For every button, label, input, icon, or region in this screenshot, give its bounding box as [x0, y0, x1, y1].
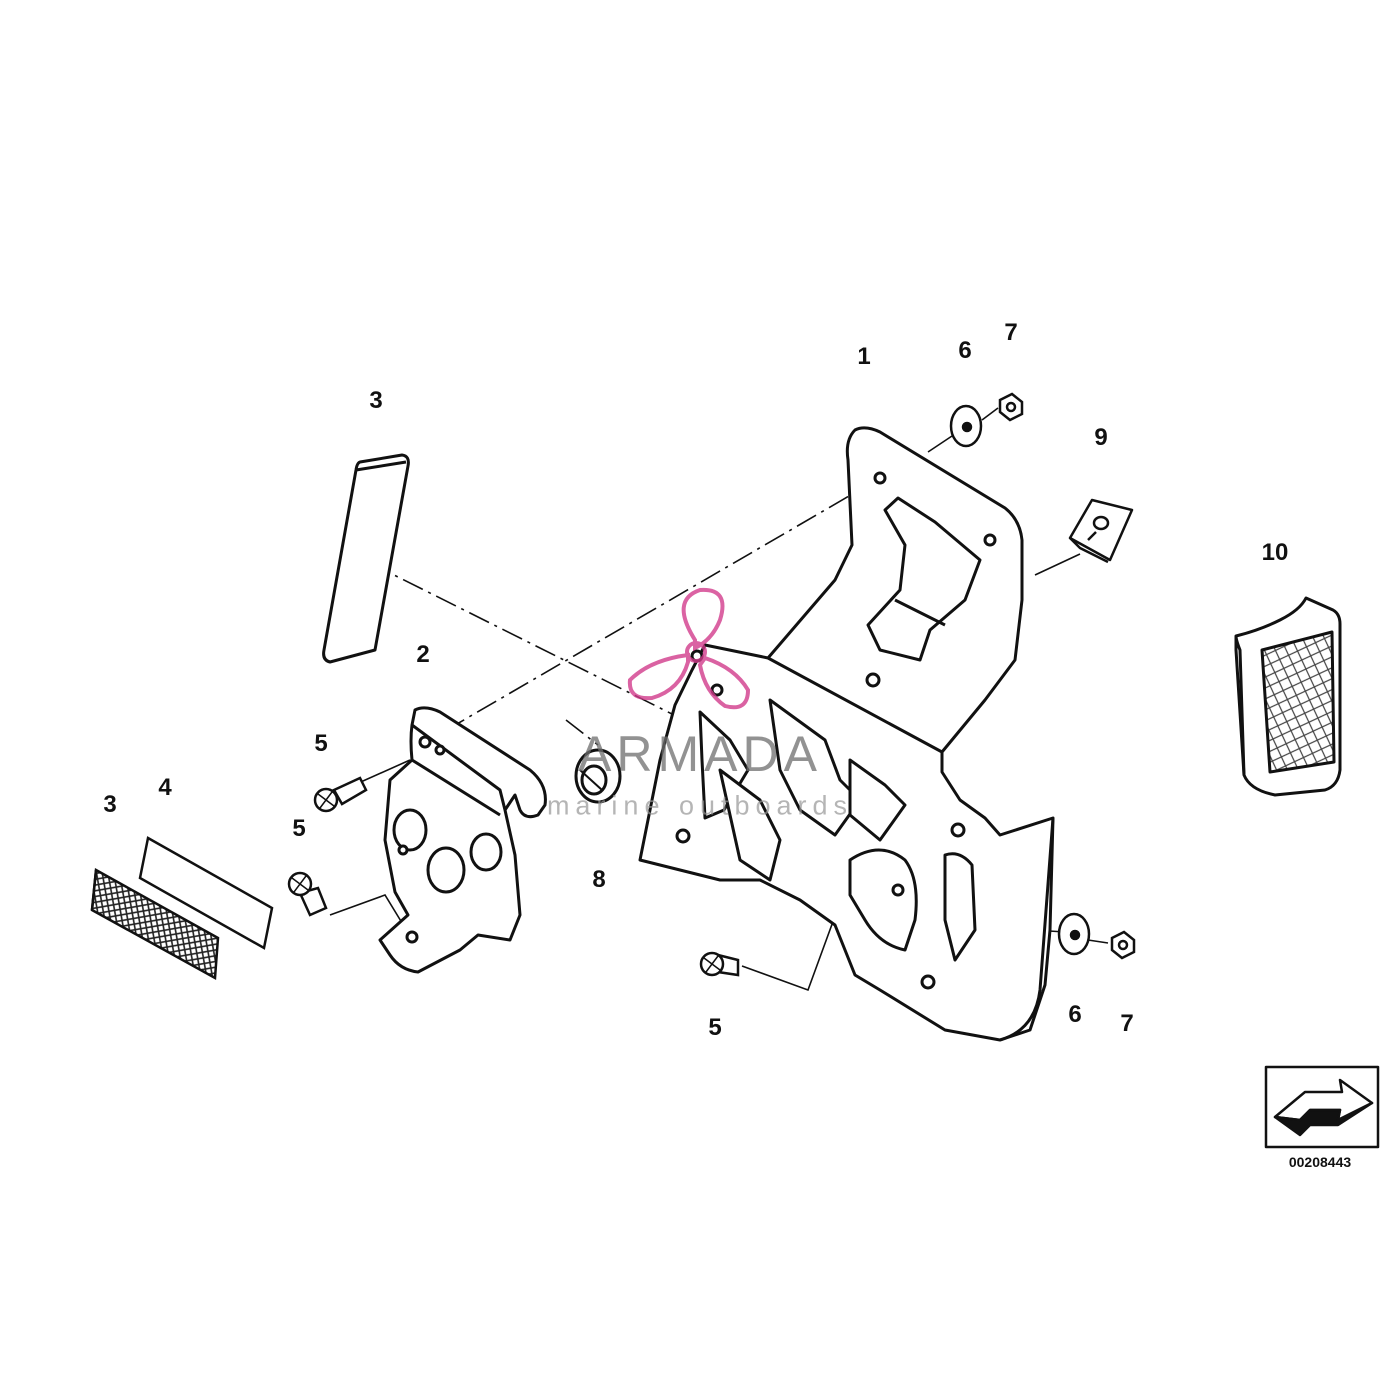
reflector-part-10 — [1234, 596, 1342, 797]
callout-3-lower: 3 — [103, 791, 117, 818]
bolt-part-5-middle — [287, 871, 328, 917]
propeller-logo-icon — [627, 587, 751, 710]
bolt-part-5-lower — [699, 951, 740, 977]
callout-5-lower: 5 — [708, 1014, 722, 1041]
plate-part-2 — [378, 706, 547, 974]
callout-2: 2 — [416, 641, 430, 668]
callout-8: 8 — [592, 866, 606, 893]
callout-9: 9 — [1094, 424, 1108, 451]
callout-10: 10 — [1261, 539, 1289, 566]
callout-7-upper: 7 — [1004, 319, 1018, 346]
callout-6-lower: 6 — [1068, 1001, 1082, 1028]
alignment-lines — [369, 477, 881, 746]
diagram-reference-number: 00208443 — [1288, 1154, 1352, 1170]
callout-3-upper: 3 — [369, 387, 383, 414]
bolt-part-5-upper — [313, 776, 368, 813]
washer-part-6-lower — [1057, 912, 1091, 956]
callout-7-lower: 7 — [1120, 1010, 1134, 1037]
callout-4: 4 — [158, 774, 172, 801]
clip-nut-part-9 — [1068, 498, 1134, 564]
main-bracket-part-1 — [638, 426, 1055, 1042]
callout-1: 1 — [857, 343, 871, 370]
callout-6-upper: 6 — [958, 337, 972, 364]
watermark-subtitle: marine outboards — [546, 790, 854, 821]
washer-part-6-upper — [949, 404, 983, 448]
nut-part-7-lower — [1110, 930, 1136, 960]
nut-part-7-upper — [998, 392, 1024, 422]
watermark-title: ARMADA — [578, 726, 822, 782]
foil-part-4 — [138, 836, 274, 950]
forward-arrow-icon — [1264, 1065, 1380, 1149]
callout-5-middle: 5 — [292, 815, 306, 842]
rubber-strip-part-3-lower — [90, 867, 220, 981]
grommet-part-8 — [574, 748, 622, 804]
rubber-strip-part-3-upper — [322, 453, 410, 664]
callout-5-upper: 5 — [314, 730, 328, 757]
